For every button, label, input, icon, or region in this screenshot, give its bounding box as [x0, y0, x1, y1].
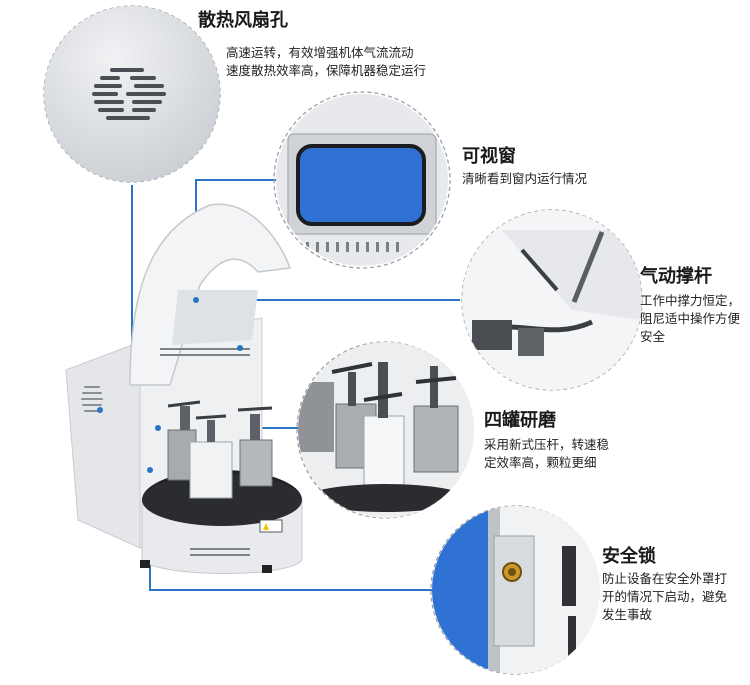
- feature-desc-lock-2: 开的情况下启动，避免: [602, 589, 728, 604]
- detail-gas-strut: [462, 210, 642, 390]
- planetary-mill-machine: [65, 203, 303, 574]
- feature-desc-strut-1: 工作中撑力恒定，: [640, 293, 741, 308]
- grinding-jars: [167, 400, 273, 499]
- gas-strut-icon: [462, 210, 642, 390]
- feature-desc-lock-1: 防止设备在安全外罩打: [602, 571, 728, 586]
- feature-title-strut: 气动撑杆: [640, 266, 712, 287]
- feature-title-window: 可视窗: [462, 146, 516, 167]
- feature-title-lock: 安全锁: [602, 546, 656, 567]
- feature-desc-fan-2: 速度散热效率高，保障机器稳定运行: [226, 63, 427, 78]
- detail-view-window: [276, 94, 448, 266]
- feature-desc-jars-2: 定效率高，颗粒更细: [484, 455, 597, 470]
- safety-lock-icon: [432, 506, 600, 674]
- feature-desc-window-1: 清晰看到窗内运行情况: [462, 171, 588, 186]
- feature-desc-lock-3: 发生事故: [602, 607, 653, 622]
- feature-desc-strut-3: 安全: [640, 329, 666, 344]
- detail-fan-vent: [44, 6, 220, 182]
- view-window-icon: [276, 94, 448, 266]
- feature-title-jars: 四罐研磨: [484, 410, 556, 431]
- feature-desc-jars-1: 采用新式压杆，转速稳: [484, 437, 610, 452]
- grinding-jars-icon: [298, 342, 474, 518]
- feature-desc-strut-2: 阻尼适中操作方便: [640, 311, 741, 326]
- feature-desc-fan-1: 高速运转，有效增强机体气流流动: [226, 45, 414, 60]
- detail-safety-lock: [432, 506, 600, 674]
- fan-vent-icon: [44, 6, 220, 182]
- feature-title-fan: 散热风扇孔: [198, 10, 288, 31]
- detail-four-jars: [298, 342, 474, 518]
